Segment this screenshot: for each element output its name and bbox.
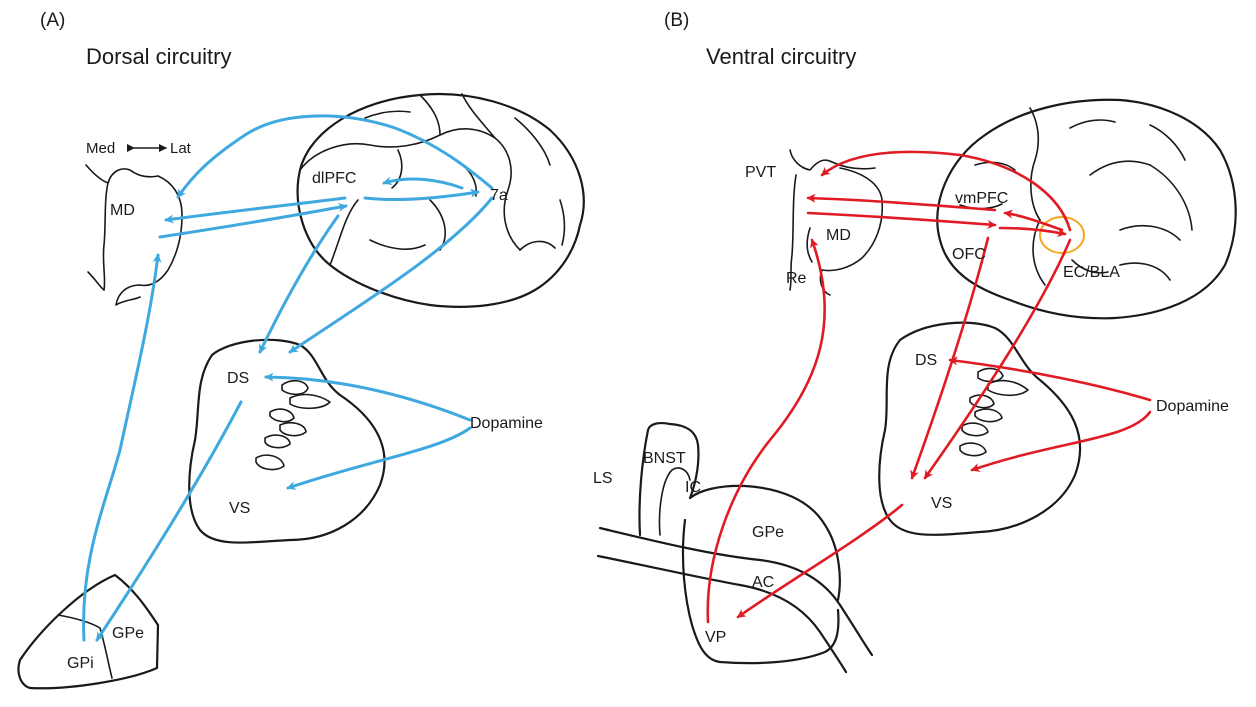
dopamine-label-a: Dopamine [470,415,543,432]
pathway-vp-to-md [706,238,827,624]
gpe-label-b: GPe [752,524,784,541]
ac-outline-bottom [596,554,848,674]
panel-a-title: Dorsal circuitry [86,44,231,69]
ic-label: IC [685,479,701,496]
re-label: Re [786,270,807,287]
gpi-label-a: GPi [67,655,94,672]
panel-b: (B) Ventral circuitry [593,10,1237,674]
cortex-outline-a [296,93,585,308]
pathway-dopamine-to-vs [286,426,472,490]
med-label: Med [86,140,115,157]
pathway-ofc-to-vs [910,236,990,480]
pathway-vmpfc-to-md [806,193,997,212]
vmpfc-label: vmPFC [955,190,1008,207]
pathway-dlpfc-to-md [164,196,347,224]
thalamus-outline-b [789,149,884,296]
panel-a-tag: (A) [40,10,65,31]
ac-label: AC [752,574,774,591]
pvt-label: PVT [745,164,776,181]
ecbla-label: EC/BLA [1063,264,1120,281]
pathway-md-to-dlpfc [158,202,348,239]
pathway-vs-to-vp [736,503,904,619]
ofc-label: OFC [952,246,986,263]
panel-b-title: Ventral circuitry [706,44,856,69]
pathway-gpi-to-md [82,253,162,642]
pathway-7a-to-dlpfc [382,176,464,190]
panel-b-tag: (B) [664,10,689,31]
cortex-outline-b [936,98,1237,320]
panel-a: (A) Dorsal circuitry Med Lat [17,10,585,690]
ls-label: LS [593,470,613,487]
ac-outline-top [598,526,874,657]
pathway-dlpfc-to-7a [363,188,480,202]
dorsal-pathways [82,114,494,642]
gpe-label-a: GPe [112,625,144,642]
striatum-outline-a [188,338,386,544]
lat-label: Lat [170,140,192,157]
pathway-ecbla-to-vs [923,238,1072,480]
pathway-ecbla-to-vmpfc [1003,209,1064,232]
striatum-outline-b [878,321,1082,536]
area7a-label: 7a [490,187,508,204]
pathway-dopamine-to-vs-b [970,410,1152,472]
pathway-ofc-to-ecbla [998,226,1067,237]
ds-label-b: DS [915,352,937,369]
basal-forebrain-outlines [596,422,874,674]
pathway-ecbla-to-pvt [820,150,1072,232]
pathway-dlpfc-to-ds [258,214,340,354]
bnst-outline [638,422,700,537]
vp-label: VP [705,629,726,646]
pathway-dopamine-to-ds-b [948,356,1152,402]
pathway-7a-to-ds [288,196,494,354]
ventral-pathways [706,150,1152,624]
pallidum-outline-a [17,573,160,690]
ds-label-a: DS [227,370,249,387]
vs-label-b: VS [931,495,952,512]
pathway-md-to-ofc [806,211,997,229]
bnst-label: BNST [643,450,686,467]
md-label-a: MD [110,202,135,219]
vs-label-a: VS [229,500,250,517]
pathway-ds-to-gpi [95,400,243,642]
dlpfc-label: dlPFC [312,170,356,187]
md-label-b: MD [826,227,851,244]
ecbla-highlight-circle [1039,216,1085,254]
pathway-dopamine-to-ds [264,372,472,422]
pathway-7a-to-md [176,114,494,199]
gpe-outline-b [688,484,841,602]
dopamine-label-b: Dopamine [1156,398,1229,415]
